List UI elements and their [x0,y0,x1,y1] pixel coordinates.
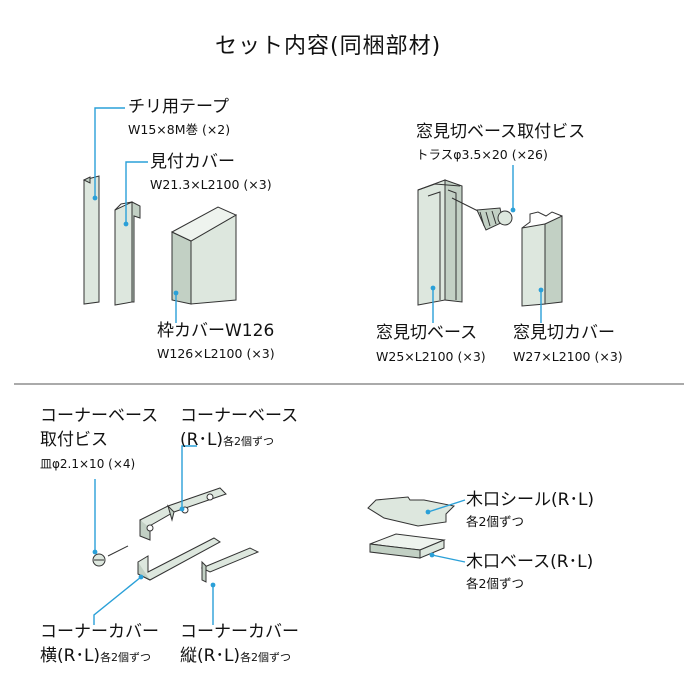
corner-cover-tate-name-line2: 縦(R･L)各2個ずつ [180,648,291,665]
chiri-tape-name: チリ用テープ [128,97,229,117]
madomikiri-cover-drawing [521,211,563,307]
madomikiri-base-spec: W25×L2100 (×3) [376,349,486,364]
corner-cover-yoko-rl: 横(R･L) [40,646,101,666]
mitsuke-cover-drawing [114,201,141,306]
chiri-tape-spec: W15×8M巻 (×2) [128,122,231,137]
corner-base-qty: 各2個ずつ [223,435,275,448]
corner-cover-yoko-name-line2: 横(R･L)各2個ずつ [40,648,151,665]
corner-cover-tate-drawing [200,547,260,583]
corner-base-name-line1: コーナーベース [180,406,299,426]
koguchi-seal-qty: 各2個ずつ [466,514,524,529]
madomikiri-base-drawing [417,179,463,306]
corner-screw-name-line1: コーナーベース [40,406,159,426]
corner-cover-tate-rl: 縦(R･L) [180,646,241,666]
corner-screw-drawing [92,545,129,567]
leader-corner-base [181,445,197,509]
corner-cover-yoko-drawing [137,537,221,581]
corner-cover-tate-qty: 各2個ずつ [240,651,292,664]
corner-screw-spec: 皿φ2.1×10 (×4) [40,457,136,471]
leader-mitsuke-cover [125,161,148,224]
waku-cover-name: 枠カバーW126 [157,321,275,341]
waku-cover-drawing [170,206,238,305]
leader-koguchi-seal [427,499,466,513]
chiri-tape-drawing [82,175,100,305]
madomikiri-cover-name: 窓見切カバー [513,323,615,343]
madomikiri-screw-spec: トラスφ3.5×20 (×26) [416,147,548,162]
leader-chiri-tape [94,107,125,198]
leader-koguchi-base [431,554,466,563]
madomikiri-screw-name: 窓見切ベース取付ビス [416,122,586,142]
corner-cover-tate-name-line1: コーナーカバー [180,622,299,642]
koguchi-seal-drawing [367,496,456,527]
waku-cover-spec: W126×L2100 (×3) [157,346,275,361]
madomikiri-base-name: 窓見切ベース [376,323,478,343]
page-title: セット内容(同梱部材) [215,34,442,59]
madomikiri-screw-drawing [451,197,513,231]
corner-cover-yoko-name-line1: コーナーカバー [40,622,159,642]
mitsuke-cover-name: 見付カバー [150,152,235,172]
madomikiri-cover-spec: W27×L2100 (×3) [513,349,623,364]
corner-screw-name-line2: 取付ビス [40,430,108,450]
koguchi-base-qty: 各2個ずつ [466,576,524,591]
corner-base-drawing [139,487,227,541]
koguchi-seal-name: 木口シール(R･L) [466,490,595,510]
leader-corner-cover-yoko [93,576,142,625]
corner-base-name-line2: (R･L)各2個ずつ [180,432,274,449]
corner-base-rl: (R･L) [180,430,224,450]
koguchi-base-drawing [369,533,446,559]
mitsuke-cover-spec: W21.3×L2100 (×3) [150,177,272,192]
koguchi-base-name: 木口ベース(R･L) [466,552,594,572]
corner-cover-yoko-qty: 各2個ずつ [100,651,152,664]
